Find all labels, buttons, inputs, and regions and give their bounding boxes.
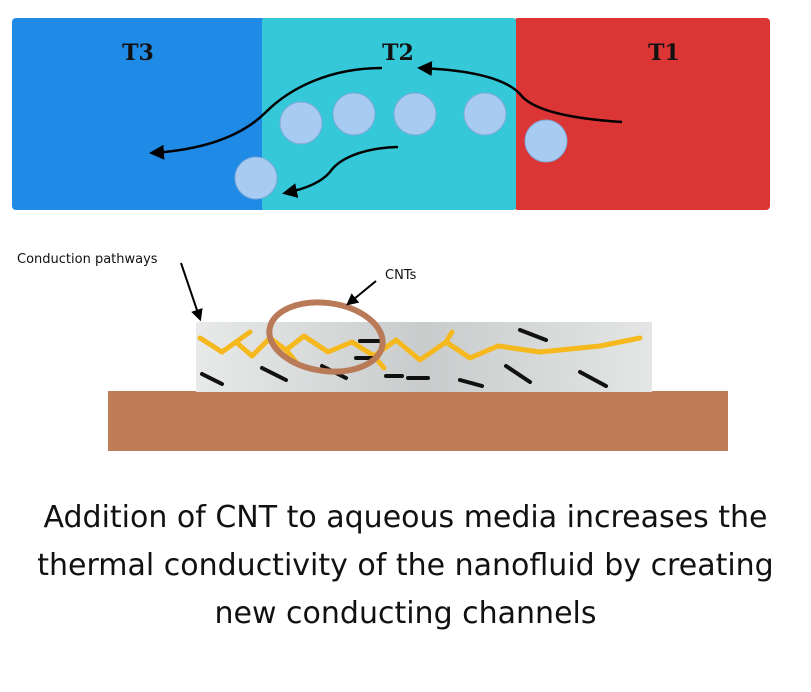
cnt-highlight-ring [266,299,386,375]
callout-arrows [180,262,377,322]
figure-caption: Addition of CNT to aqueous media increas… [0,494,811,638]
cnt-rod [200,372,224,386]
zone-label-t2: T2 [382,40,414,66]
callout-arrow-cnts [346,280,377,306]
zone-label-t3: T3 [122,40,154,66]
substrate [108,391,728,451]
heat-arrow-return [282,145,399,198]
cnt-rod [504,364,532,384]
pathway-branch [233,329,253,345]
cnt-rod [260,366,288,382]
nanoparticles [234,92,568,200]
nanoparticle [332,92,376,136]
cnt-rod [518,328,548,342]
heat-flow-arrows [149,60,623,198]
pathway-branch [443,329,455,345]
heat-arrow-t1-to-t2 [417,60,623,124]
nanofluid-illustration: Conduction pathways CNTs [17,252,728,451]
conduction-pathways-label: Conduction pathways [17,252,158,267]
temperature-zones: T3 T2 T1 [12,18,770,210]
nanoparticle [393,92,437,136]
nanoparticle [463,92,507,136]
zone-t3 [12,18,266,210]
zone-t2 [262,18,516,210]
nanoparticle [524,119,568,163]
cnt-rod [458,378,484,388]
nanoparticle [279,101,323,145]
cnt-rods [200,328,608,388]
zone-t1 [514,18,770,210]
cnt-rod [578,370,608,388]
caption-line-3: new conducting channels [214,596,597,631]
heat-arrow-t2-to-t3 [149,66,383,160]
caption-line-1: Addition of CNT to aqueous media increas… [43,500,768,535]
cnts-label: CNTs [385,268,417,283]
nanoparticle [234,156,278,200]
caption-line-2: thermal conductivity of the nanofluid by… [37,548,774,583]
callout-arrow-pathways [180,262,203,322]
zone-label-t1: T1 [648,40,680,66]
